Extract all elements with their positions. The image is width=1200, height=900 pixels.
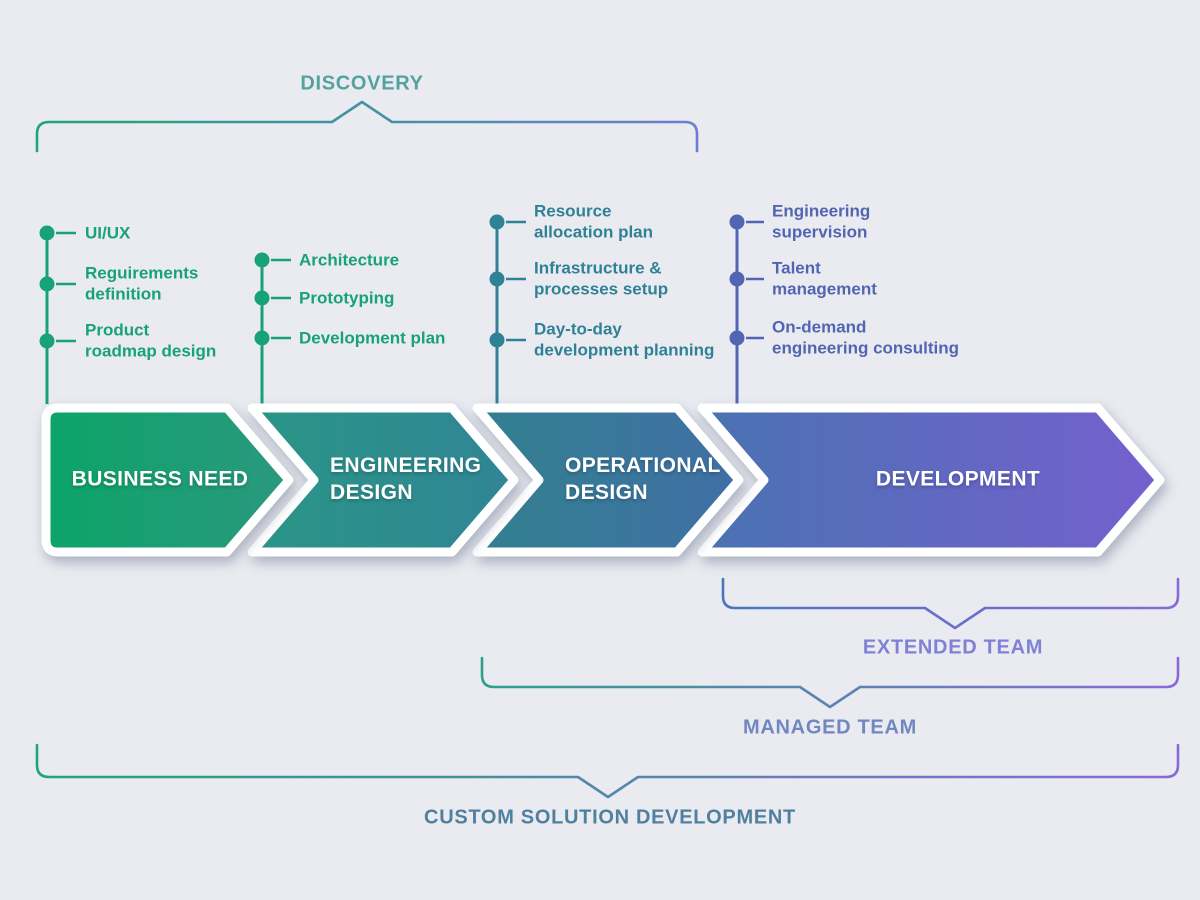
list-item: Product roadmap design: [85, 320, 217, 361]
custom-solution-brace: [35, 743, 1180, 799]
list-connectors-development: [729, 214, 764, 404]
list-item: Prototyping: [299, 288, 395, 308]
list-item: Architecture: [299, 250, 400, 270]
extended-team-brace: [721, 577, 1180, 630]
stage-arrow-operational-design: [472, 403, 744, 557]
bullet-dot: [254, 252, 270, 268]
stage-arrow-engineering-design: [247, 403, 519, 557]
managed-team-label: MANAGED TEAM: [743, 716, 917, 739]
stage-label-development: DEVELOPMENT: [875, 467, 1041, 491]
stage-arrow-business-need: [41, 403, 294, 557]
bullet-dot: [729, 214, 745, 230]
bullet-dot: [254, 330, 270, 346]
list-item: UI/UX: [85, 223, 131, 243]
stage-label-engineering-design: ENGINEERING DESIGN: [330, 454, 482, 504]
list-item: Infrastructure & processes setup: [534, 258, 669, 299]
managed-team-brace: [480, 656, 1180, 709]
list-connectors-business-need: [39, 225, 76, 404]
stage-arrow-development: [697, 403, 1165, 557]
bullet-dot: [729, 271, 745, 287]
list-item: Engineering supervision: [772, 201, 871, 242]
list-item: Development plan: [299, 328, 446, 348]
discovery-label: DISCOVERY: [300, 72, 424, 95]
bullet-dot: [39, 276, 55, 292]
bullet-dot: [254, 290, 270, 306]
bullet-dot: [39, 333, 55, 349]
list-item: On-demand engineering consulting: [772, 317, 960, 358]
bullet-dot: [489, 271, 505, 287]
custom-solution-development-label: CUSTOM SOLUTION DEVELOPMENT: [424, 806, 796, 829]
bullet-dot: [729, 330, 745, 346]
bullet-dot: [489, 214, 505, 230]
list-item: Day-to-day development planning: [534, 319, 715, 360]
discovery-brace: [35, 100, 699, 153]
list-item: Reguirements definition: [85, 263, 199, 304]
list-item: Talent management: [772, 258, 877, 299]
list-item: Resource allocation plan: [534, 201, 654, 242]
stage-label-business-need: BUSINESS NEED: [71, 467, 249, 491]
list-connectors-engineering-design: [254, 252, 291, 404]
list-connectors-operational-design: [489, 214, 526, 404]
extended-team-label: EXTENDED TEAM: [862, 636, 1044, 659]
stage-label-operational-design: OPERATIONAL DESIGN: [565, 454, 721, 504]
bullet-dot: [39, 225, 55, 241]
bullet-dot: [489, 332, 505, 348]
